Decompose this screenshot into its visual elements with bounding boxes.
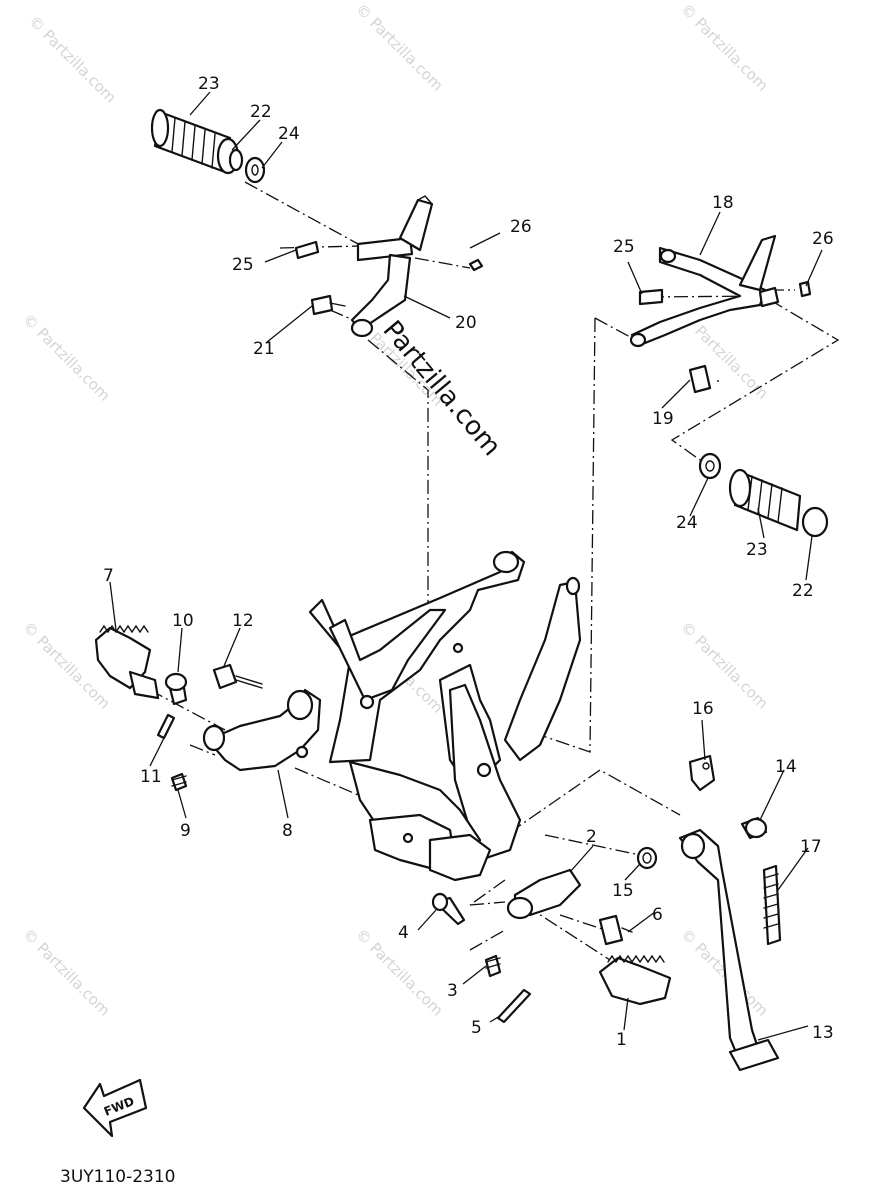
callout-7: 7 [103,566,114,586]
callout-6: 6 [652,905,663,925]
callout-5: 5 [471,1018,482,1038]
watermark-layer: © Partzilla.com © Partzilla.com © Partzi… [19,0,772,1020]
watermark: © Partzilla.com [25,12,120,107]
peg-bracket-right [629,234,812,394]
callout-25: 25 [232,255,254,275]
leader-lines [109,91,823,1041]
watermark: © Partzilla.com [352,0,447,95]
fwd-arrow: FWD [82,1078,148,1138]
callout-4: 4 [398,923,409,943]
callout-14: 14 [775,757,797,777]
callout-18: 18 [712,193,734,213]
callout-24: 24 [676,513,698,533]
callout-20: 20 [455,313,477,333]
callout-12: 12 [232,611,254,631]
callouts: 23 22 24 25 26 21 20 18 25 26 19 24 23 2… [103,74,834,1050]
watermark: © Partzilla.com [677,0,772,95]
main-frame [308,550,582,882]
callout-9: 9 [180,821,191,841]
callout-22: 22 [792,581,814,601]
callout-26: 26 [812,229,834,249]
partzilla-overlay-watermark: Partzilla.com [377,315,507,462]
peg-bracket-left [294,195,484,338]
callout-17: 17 [800,837,822,857]
rider-peg-right [431,846,672,1024]
callout-10: 10 [172,611,194,631]
callout-25: 25 [613,237,635,257]
callout-2: 2 [586,827,597,847]
callout-19: 19 [652,409,674,429]
callout-21: 21 [253,339,275,359]
watermark: © Partzilla.com [19,925,114,1020]
callout-26: 26 [510,217,532,237]
passenger-peg-left [150,108,266,184]
rider-peg-left [94,624,322,792]
callout-24: 24 [278,124,300,144]
callout-23: 23 [198,74,220,94]
callout-15: 15 [612,881,634,901]
watermark: © Partzilla.com [19,310,114,405]
sidestand [678,754,782,1072]
callout-22: 22 [250,102,272,122]
callout-16: 16 [692,699,714,719]
diagram-code: 3UY110-2310 [60,1167,176,1187]
passenger-peg-right [698,452,829,538]
callout-23: 23 [746,540,768,560]
callout-8: 8 [282,821,293,841]
callout-11: 11 [140,767,162,787]
callout-1: 1 [616,1030,627,1050]
callout-13: 13 [812,1023,834,1043]
callout-3: 3 [447,981,458,1001]
